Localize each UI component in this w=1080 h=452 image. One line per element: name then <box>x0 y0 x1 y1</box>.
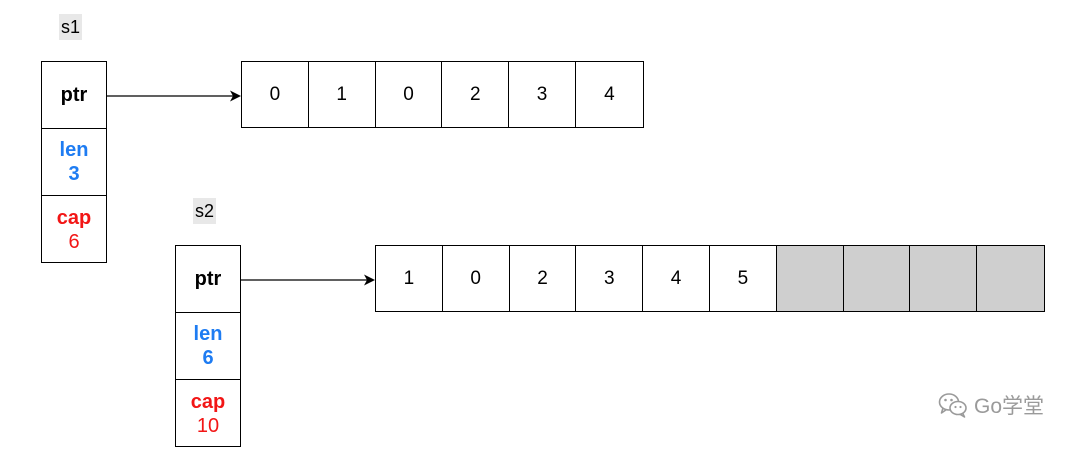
array-cell: 0 <box>443 246 510 311</box>
array-cell: 3 <box>509 62 576 127</box>
s2-slice-header: ptr len 6 cap 10 <box>175 245 241 447</box>
s2-len-field: len 6 <box>176 313 240 380</box>
array-cell: 1 <box>309 62 376 127</box>
s1-ptr-arrow <box>107 90 241 102</box>
array-cell: 2 <box>442 62 510 127</box>
s2-len-value: 6 <box>202 347 214 369</box>
wechat-icon <box>938 393 967 418</box>
s1-len-field: len 3 <box>42 129 106 196</box>
s1-cap-label: cap <box>56 206 92 229</box>
array-cell: 0 <box>376 62 443 127</box>
s2-backing-array: 1 0 2 3 4 5 <box>375 245 1045 312</box>
watermark-text: Go学堂 <box>973 395 1044 418</box>
s1-len-label: len <box>59 139 89 161</box>
array-cell: 4 <box>643 246 710 311</box>
s1-len-value: 3 <box>68 163 80 185</box>
s2-cap-label: cap <box>190 390 226 413</box>
s2-ptr-arrow <box>241 274 375 286</box>
s1-ptr-field: ptr <box>42 62 106 129</box>
s2-ptr-field: ptr <box>176 246 240 313</box>
s1-ptr-label: ptr <box>60 84 88 106</box>
unused-capacity-cell <box>977 246 1044 311</box>
s2-len-label: len <box>193 323 223 345</box>
array-cell: 2 <box>510 246 577 311</box>
unused-capacity-cell <box>843 246 911 311</box>
array-cell: 1 <box>376 246 443 311</box>
s2-ptr-label: ptr <box>194 268 222 290</box>
watermark: Go学堂 <box>938 390 1044 420</box>
s1-backing-array: 0 1 0 2 3 4 <box>241 61 644 128</box>
unused-capacity-cell <box>776 246 844 311</box>
s2-cap-field: cap 10 <box>176 380 240 447</box>
s1-cap-field: cap 6 <box>42 196 106 263</box>
s1-label: s1 <box>59 14 83 40</box>
s1-cap-value: 6 <box>68 230 80 253</box>
s2-cap-value: 10 <box>196 414 220 437</box>
array-cell: 3 <box>576 246 644 311</box>
array-cell: 0 <box>242 62 309 127</box>
unused-capacity-cell <box>910 246 978 311</box>
s2-label: s2 <box>193 198 217 224</box>
array-cell: 5 <box>710 246 777 311</box>
array-cell: 4 <box>604 83 615 105</box>
s1-slice-header: ptr len 3 cap 6 <box>41 61 107 263</box>
